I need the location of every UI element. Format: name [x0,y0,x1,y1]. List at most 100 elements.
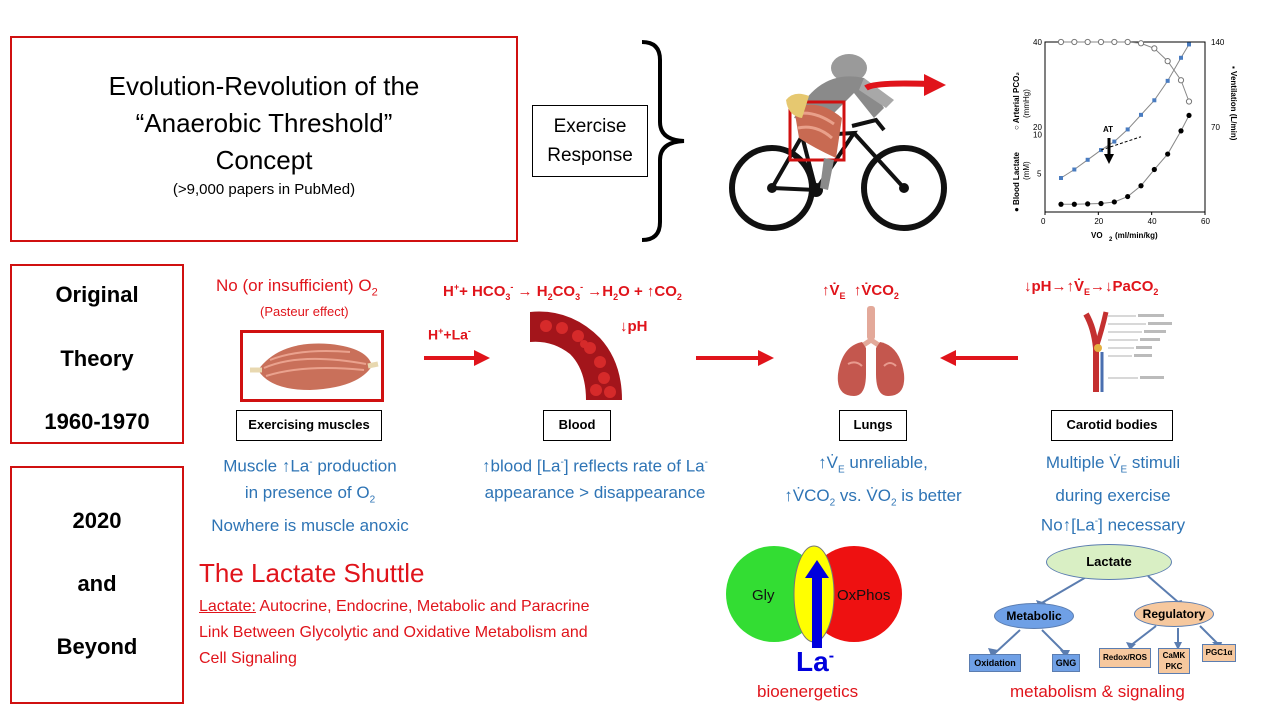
tree-camk-1: CaMK [1162,651,1186,660]
lactate-point [1125,193,1131,200]
title-line-2: “Anaerobic Threshold” [135,108,393,138]
pco2-point [1185,98,1193,105]
bioenergetics-caption: bioenergetics [757,682,859,701]
lactate-point [1151,166,1157,173]
bike-wheel-front [861,145,947,231]
original-theory-box: Original Theory 1960-1970 [10,264,184,444]
ventilation-point [1187,42,1191,47]
pco2-point [1177,77,1185,84]
beyond-box: 2020 and Beyond [10,466,184,704]
tree-metabolic: Metabolic [994,603,1074,629]
lactate-shuttle-body: Lactate: Autocrine, Endocrine, Metabolic… [199,594,589,672]
no-o2-text: No (or insufficient) O [216,276,372,295]
no-o2-sub: 2 [371,286,378,299]
vco2-text: ↑V̇CO [853,282,894,299]
x-tick-label-40: 40 [1148,217,1157,226]
ve-vco2-heading: ↑V̇E ↑V̇CO2 [822,282,899,301]
x-axis-label-sub: 2 [1109,237,1113,243]
beyond-label-1: 2020 [72,508,122,533]
muscle-cap-3: Nowhere is muscle anoxic [211,516,409,536]
arrow-carotid-lungs-icon [940,350,1018,366]
lactate-lead: Lactate: [199,598,256,615]
lactate-point [1098,200,1104,207]
muscle-caption: Muscle ↑La- production in presence of O2… [190,450,430,539]
left-axis-title-top: ○ Arterial PCO₂ [1012,72,1021,130]
lactate-point [1085,201,1091,207]
lungs-caption: ↑V̇E unreliable, ↑V̇CO2 vs. V̇O2 is bett… [784,453,962,509]
beyond-label-2: and [77,571,117,596]
lungs-cap-2b: vs. V̇O [835,486,891,506]
metabolism-signaling-caption: metabolism & signaling [1010,682,1185,701]
ventilation-point [1165,78,1170,83]
arrow-muscle-blood-icon [424,350,490,366]
pco2-point [1071,38,1078,46]
blood-caption: ↑blood [La-] reflects rate of La- appear… [450,450,740,506]
ph-chain-sub: E [1084,287,1091,297]
leg-muscles [786,93,846,190]
lactate-line-1: Autocrine, Endocrine, Metabolic and Para… [255,598,590,615]
ph-chain-text-1: ↓pH→↑V̇ [1024,278,1084,295]
left-axis-unit-top: (mmHg) [1022,89,1031,118]
left-tick-10: 10 [1033,131,1042,140]
title-text: Evolution-Revolution of the “Anaerobic T… [10,68,518,198]
carotid-cap-2: during exercise [1055,486,1171,506]
arrow-blood-lungs-icon [696,350,774,366]
eq-co2: O + ↑CO [618,283,677,300]
la-label: La- [796,646,835,677]
la-text: La [796,646,829,677]
carotid-cap-1b: stimuli [1127,453,1181,472]
blood-cap-1a: ↑blood [La [482,456,561,476]
original-label-1: Original [55,282,139,307]
tree-oxidation: Oxidation [969,654,1021,672]
left-top-label: 40 [1033,38,1042,47]
x-tick-label-0: 0 [1041,217,1046,226]
at-label: AT [1103,125,1113,134]
carotid-caption: Multiple V̇E stimuli during exercise No↑… [1010,450,1216,539]
lactate-line-2: Link Between Glycolytic and Oxidative Me… [199,624,588,641]
pco2-point [1164,58,1171,65]
lungs-cap-1b: unreliable, [844,453,928,472]
lactate-point [1071,201,1077,207]
blood-vessel-illustration [530,311,622,400]
eq-h2co3: → H [513,283,548,300]
pco2-point [1137,40,1145,47]
original-label-2: Theory [60,346,134,371]
tree-pgc-text: PGC1 [1205,648,1228,657]
series-line-2 [1061,115,1190,205]
pco2-point [1084,38,1091,46]
exercising-muscles-label: Exercising muscles [236,410,382,441]
ph-chain-text-2: →↓PaCO [1090,278,1154,295]
pco2-point [1097,38,1105,46]
tree-regulatory: Regulatory [1134,601,1214,627]
venn-diagram: Gly OxPhos [726,545,902,648]
cyclist-illustration [729,54,947,231]
lactate-point [1138,183,1144,189]
x-tick-label-60: 60 [1201,217,1210,226]
lactate-line-3: Cell Signaling [199,650,297,667]
left-mid-label: 20 [1033,123,1042,132]
hla-la: +La [443,326,468,343]
tree-redox: Redox/ROS [1099,648,1151,668]
ventilation-point [1112,139,1117,144]
carotid-cap-3a: No↑[La [1040,516,1095,536]
left-axis-unit-bottom: (mM) [1022,161,1031,180]
beyond-label-3: Beyond [56,634,138,659]
ve-sub: E [839,291,846,301]
left-tick-5: 5 [1037,169,1042,178]
tree-pgc: PGC1α [1202,644,1236,662]
muscle-illustration [240,330,384,402]
ph-chain-heading: ↓pH→↑V̇E→↓PaCO2 [1024,278,1159,297]
no-o2-heading: No (or insufficient) O2 [216,276,378,298]
blood-cap-2: appearance > disappearance [484,482,706,502]
exercise-response-box: Exercise Response [532,105,648,177]
carotid-bodies-label: Carotid bodies [1051,410,1173,441]
x-axis-label-unit: (ml/min/kg) [1115,231,1158,240]
right-top-label: 140 [1211,38,1225,47]
muscle-cap-2: in presence of O [244,482,370,502]
tree-camk: CaMK PKC [1158,648,1190,674]
x-axis-label: VO [1091,231,1103,240]
lactate-point [1165,151,1171,157]
lactate-point [1186,112,1192,119]
ve-text: ↑V̇ [822,282,840,299]
